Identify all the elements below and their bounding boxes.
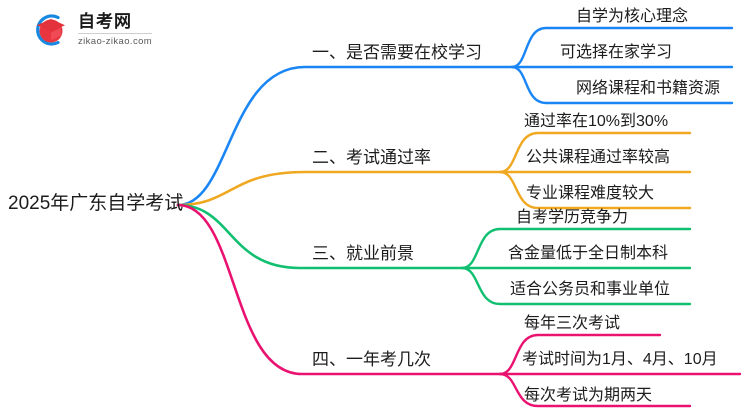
branch-3-connectors xyxy=(176,203,692,306)
mindmap-branch-4-child-3[interactable]: 每次考试为期两天 xyxy=(524,387,653,404)
mindmap-branch-3-child-3[interactable]: 适合公务员和事业单位 xyxy=(510,281,671,298)
mindmap-branch-3-label[interactable]: 三、就业前景 xyxy=(312,244,414,263)
mindmap-branch-2-label[interactable]: 二、考试通过率 xyxy=(312,148,431,167)
branch-4-connectors xyxy=(176,203,742,408)
branch-1-connectors xyxy=(176,26,734,207)
mindmap-branch-1-label[interactable]: 一、是否需要在校学习 xyxy=(312,43,482,62)
logo-subtitle: zikao-zikao.com xyxy=(78,36,153,48)
branch-2-connectors xyxy=(176,131,692,210)
logo-text-block: 自考网 zikao-zikao.com xyxy=(78,13,153,48)
logo-title: 自考网 xyxy=(78,13,153,35)
mindmap-branch-4-label[interactable]: 四、一年考几次 xyxy=(312,350,431,369)
mindmap-branch-2-child-3[interactable]: 专业课程难度较大 xyxy=(526,185,655,202)
mindmap-branch-3-child-2[interactable]: 含金量低于全日制本科 xyxy=(508,245,669,262)
mindmap-branch-1-child-3[interactable]: 网络课程和书籍资源 xyxy=(576,80,721,97)
mindmap-branch-1-child-2[interactable]: 可选择在家学习 xyxy=(560,44,673,61)
mindmap-branch-2-child-1[interactable]: 通过率在10%到30% xyxy=(524,113,669,130)
mindmap-branch-1-child-1[interactable]: 自学为核心理念 xyxy=(576,8,689,25)
mindmap-branch-3-child-1[interactable]: 自考学历竞争力 xyxy=(516,209,629,226)
graduation-cap-logo-icon xyxy=(28,10,70,50)
mindmap-branch-4-child-2[interactable]: 考试时间为1月、4月、10月 xyxy=(522,351,718,368)
mindmap-branch-4-child-1[interactable]: 每年三次考试 xyxy=(524,315,621,332)
site-logo: 自考网 zikao-zikao.com xyxy=(28,10,153,50)
mindmap-root-node[interactable]: 2025年广东自学考试 xyxy=(8,193,184,214)
mindmap-branch-2-child-2[interactable]: 公共课程通过率较高 xyxy=(526,149,671,166)
